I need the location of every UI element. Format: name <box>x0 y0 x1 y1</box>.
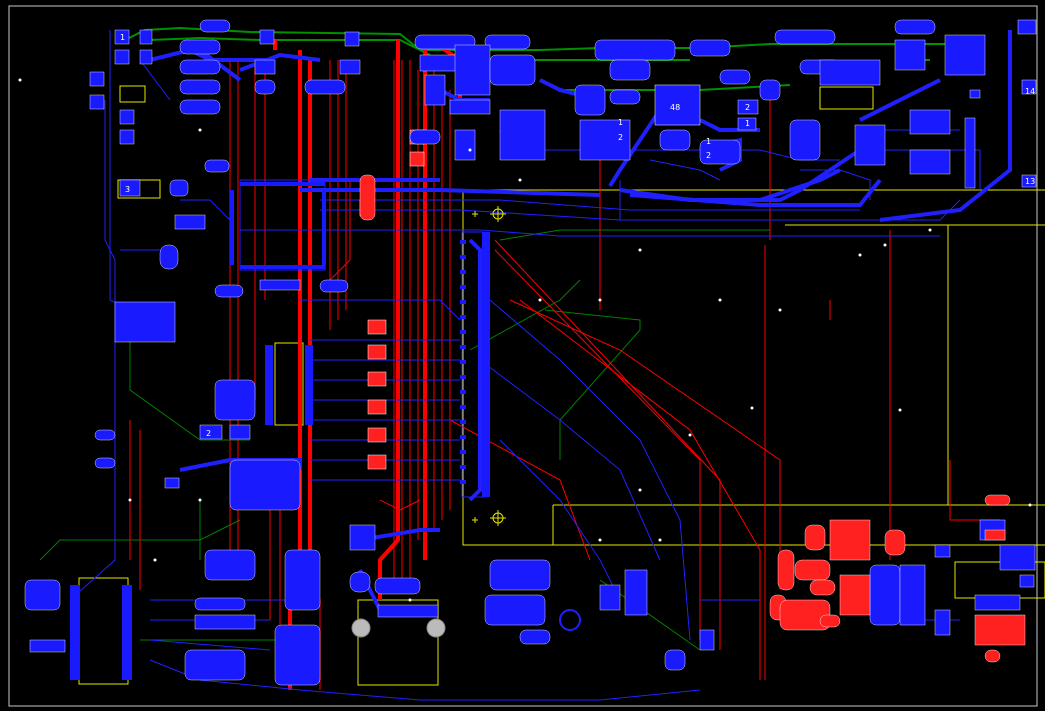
component-pads <box>24 19 1037 686</box>
qfp-ic-small: 48 <box>654 84 701 126</box>
pad-label-2b: 2 <box>745 103 750 112</box>
pad-label-3: 3 <box>125 185 130 194</box>
pad-label-13: 13 <box>1025 177 1035 186</box>
pad-label-1a: 1 <box>745 119 750 128</box>
pad-label-2a: 2 <box>206 429 211 438</box>
pad-label-1c: 1 <box>706 137 711 146</box>
bottom-copper-power <box>149 30 1012 611</box>
vias <box>18 78 1032 602</box>
dip-ic-bottom-left <box>70 585 132 680</box>
board-outline <box>8 5 1038 707</box>
mounting-hole-icon <box>351 618 446 638</box>
pad-label-1d: 1 <box>120 33 125 42</box>
soic-ic-middle <box>265 345 313 425</box>
power-section-pads <box>359 174 1026 663</box>
pad-label-2d: 2 <box>706 151 711 160</box>
crosshair-icon <box>472 206 506 526</box>
chip-label: 48 <box>670 103 680 112</box>
connector-pins <box>460 240 466 484</box>
pad-number-labels: 3 14 13 2 2 1 1 2 1 2 1 <box>120 33 1035 438</box>
pad-label-2c: 2 <box>618 133 623 142</box>
connector-pads <box>482 232 490 497</box>
pad-label-14: 14 <box>1025 87 1035 96</box>
oscillator-circle <box>559 609 581 631</box>
qfp-ic-main <box>230 179 326 271</box>
pad-label-1b: 1 <box>618 118 623 127</box>
